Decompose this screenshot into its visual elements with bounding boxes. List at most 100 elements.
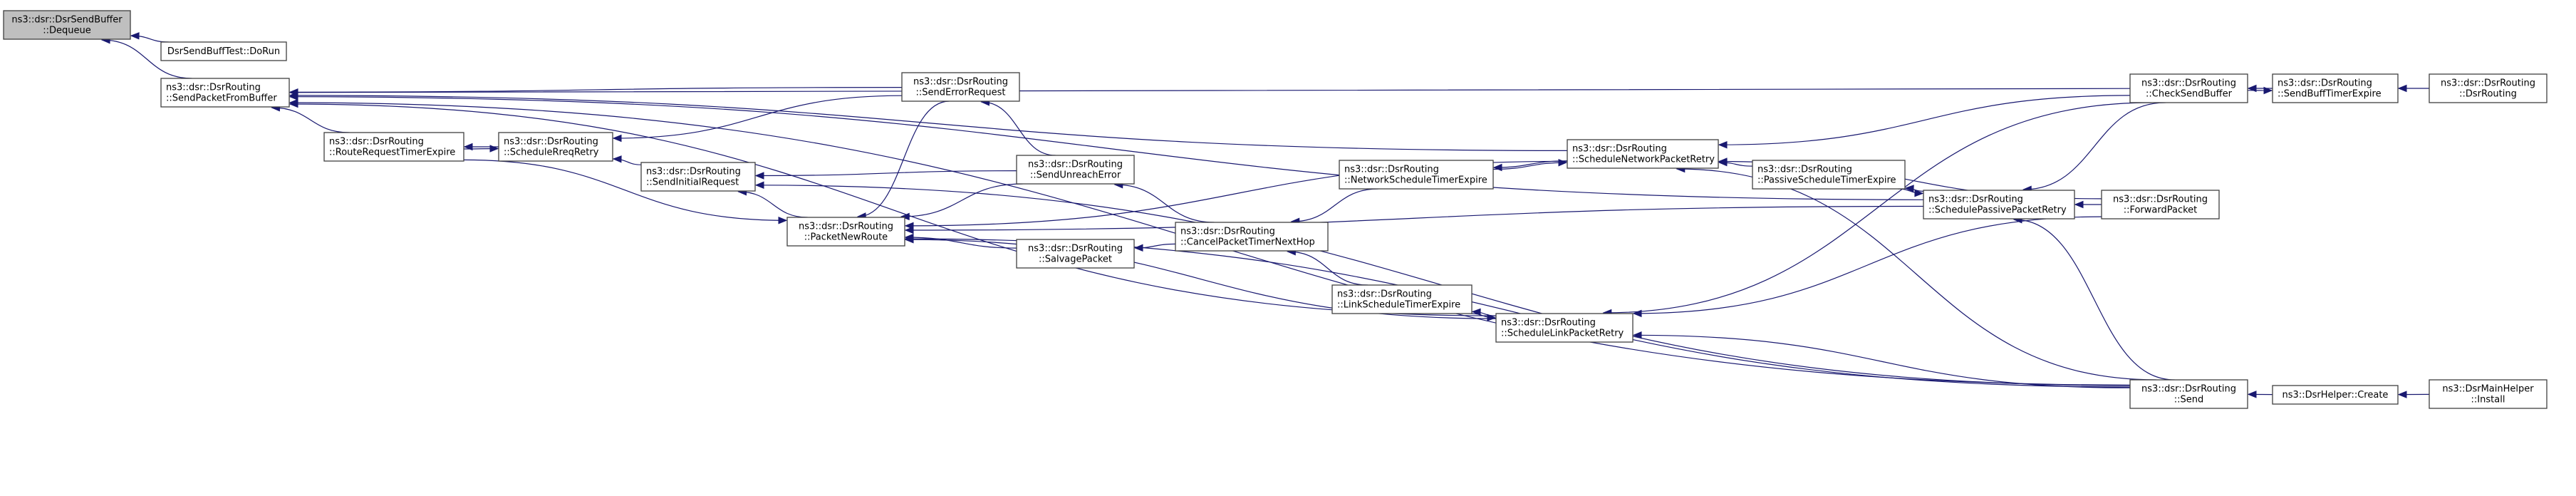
node-box[interactable] [1175,222,1329,252]
node-box[interactable] [1495,313,1634,343]
call-edge-sendunreacherror-to-sendinitialrequest [754,170,1017,180]
node-box[interactable] [1016,155,1135,185]
call-edge-dsrhelpercreate-to-send [2247,391,2273,398]
graph-node-send[interactable]: ns3::dsr::DsrRouting::Send [2129,379,2248,409]
node-label-line: ns3::dsr::DsrRouting [2113,195,2208,205]
graph-node-linkscheduletimerexpire[interactable]: ns3::dsr::DsrRouting::LinkScheduleTimerE… [1331,284,1473,314]
graph-node-dsrmainhelperinstall[interactable]: ns3::DsrMainHelper::Install [2429,379,2548,409]
graph-node-dsrrouting[interactable]: ns3::dsr::DsrRouting::DsrRouting [2429,73,2548,103]
graph-node-senderrorrequest[interactable]: ns3::dsr::DsrRouting::SendErrorRequest [901,72,1020,102]
edge-line [271,107,350,133]
arrowhead-icon [1133,244,1143,252]
graph-node-passivescheduletimerexpire[interactable]: ns3::dsr::DsrRouting::PassiveScheduleTim… [1752,160,1906,190]
node-label-line: ns3::DsrHelper::Create [2282,390,2389,401]
edge-line [901,183,1023,217]
node-box[interactable] [323,132,464,162]
arrowhead-icon [2074,200,2084,209]
node-label-line: ::Dequeue [43,26,91,36]
node-label-line: ::CancelPacketTimerNextHop [1180,237,1315,248]
graph-node-networkscheduletimerexpire[interactable]: ns3::dsr::DsrRouting::NetworkScheduleTim… [1339,160,1494,190]
call-edge-sendunreacherror-to-senderrorrequest [980,98,1056,156]
graph-node-sendbufftimerexpire[interactable]: ns3::dsr::DsrRouting::SendBuffTimerExpir… [2272,73,2399,103]
graph-node-dorun[interactable]: DsrSendBuffTest::DoRun [160,41,287,61]
node-box[interactable] [160,78,290,108]
call-edge-schedulelinkpacketretry-to-sendpacketfrombuffer [289,100,1497,316]
call-edge-dsrrouting-to-sendbufftimerexpire [2397,84,2429,93]
node-box[interactable] [2272,385,2399,405]
arrowhead-icon [1904,185,1914,192]
graph-node-forwardpacket[interactable]: ns3::dsr::DsrRouting::ForwardPacket [2101,190,2220,219]
call-edge-checksendbuffer-to-sendpacketfrombuffer [289,88,2131,97]
node-box[interactable] [2429,73,2548,103]
edge-line [1633,216,2102,314]
node-box[interactable] [786,217,905,247]
node-label-line: ns3::dsr::DsrSendBuffer [11,15,123,26]
edge-line [1114,184,1215,223]
node-label-line: ns3::DsrMainHelper [2442,384,2534,395]
graph-node-salvagepacket[interactable]: ns3::dsr::DsrRouting::SalvagePacket [1016,239,1135,269]
edge-line [858,100,950,217]
call-edge-routerequesttimerexpire-to-sendpacketfrombuffer [271,103,350,133]
graph-node-routerequesttimerexpire[interactable]: ns3::dsr::DsrRouting::RouteRequestTimerE… [323,132,464,162]
node-label-line: ns3::dsr::DsrRouting [1501,318,1596,329]
node-box[interactable] [1339,160,1494,190]
call-edge-dsrmainhelperinstall-to-dsrhelpercreate [2397,391,2430,398]
node-box[interactable] [2272,73,2399,103]
node-label-line: ns3::dsr::DsrRouting [913,77,1008,88]
node-box[interactable] [640,162,756,192]
node-label-line: ::ScheduleLinkPacketRetry [1501,329,1624,339]
node-label-line: ::RouteRequestTimerExpire [329,148,455,158]
arrowhead-icon [289,98,298,107]
call-edge-schedulepassivepacketretry-to-passivescheduletimerexpire [1904,185,1924,192]
graph-node-packetnewroute[interactable]: ns3::dsr::DsrRouting::PacketNewRoute [786,217,905,247]
node-label-line: ::SendPacketFromBuffer [166,93,277,104]
graph-node-schedulenetworkpacketretry[interactable]: ns3::dsr::DsrRouting::ScheduleNetworkPac… [1567,139,1719,169]
arrowhead-icon [754,181,764,190]
graph-node-schedulepassivepacketretry[interactable]: ns3::dsr::DsrRouting::SchedulePassivePac… [1923,190,2075,219]
node-label-line: ns3::dsr::DsrRouting [1344,165,1439,175]
node-box[interactable] [498,132,613,162]
node-box[interactable] [2101,190,2220,219]
call-edge-routerequesttimerexpire-to-schedulerreqretry [463,145,499,153]
edge-line [289,95,1568,151]
graph-node-schedulerreqretry[interactable]: ns3::dsr::DsrRouting::ScheduleRreqRetry [498,132,613,162]
arrowhead-icon [904,226,914,234]
node-box[interactable] [160,41,287,61]
graph-node-sendpacketfrombuffer[interactable]: ns3::dsr::DsrRouting::SendPacketFromBuff… [160,78,290,108]
call-edge-schedulepassivepacketretry-to-packetnewroute [904,205,1924,234]
node-label-line: ::ForwardPacket [2124,205,2198,216]
node-box[interactable] [2429,379,2548,409]
node-box[interactable] [1016,239,1135,269]
node-box[interactable] [901,72,1020,102]
node-label-line: ::SendBuffTimerExpire [2278,89,2382,100]
node-box[interactable] [1331,284,1473,314]
call-edge-schedulelinkpacketretry-to-linkscheduletimerexpire [1471,308,1497,316]
edge-line [738,191,808,218]
node-box[interactable] [2129,379,2248,409]
call-edge-forwardpacket-to-schedulelinkpacketretry [1632,216,2102,318]
node-label-line: ::CheckSendBuffer [2146,89,2233,100]
edge-line [981,101,1056,156]
node-label-line: ::ScheduleRreqRetry [504,148,599,158]
call-edge-checksendbuffer-to-schedulenetworkpacketretry [1718,95,2131,149]
graph-node-sendunreacherror[interactable]: ns3::dsr::DsrRouting::SendUnreachError [1016,155,1135,185]
graph-node-schedulelinkpacketretry[interactable]: ns3::dsr::DsrRouting::ScheduleLinkPacket… [1495,313,1634,343]
call-edge-send-to-packetnewroute [904,234,2131,388]
call-edge-forwardpacket-to-schedulepassivepacketretry [2074,200,2102,209]
graph-node-sendinitialrequest[interactable]: ns3::dsr::DsrRouting::SendInitialRequest [640,162,756,192]
graph-node-cancelpackettimernexthop[interactable]: ns3::dsr::DsrRouting::CancelPacketTimerN… [1175,222,1329,252]
arrowhead-icon [1492,163,1502,172]
node-box[interactable] [1923,190,2075,219]
node-box[interactable] [1752,160,1906,190]
node-label-line: ::SendInitialRequest [646,177,739,188]
graph-node-dsrhelpercreate[interactable]: ns3::DsrHelper::Create [2272,385,2399,405]
node-label-line: ::LinkScheduleTimerExpire [1337,300,1460,311]
graph-node-checksendbuffer[interactable]: ns3::dsr::DsrRouting::CheckSendBuffer [2129,73,2248,103]
node-box[interactable] [2129,73,2248,103]
arrowhead-icon [489,145,499,153]
nodes-layer: ns3::dsr::DsrSendBuffer::DequeueDsrSendB… [3,10,2548,409]
edge-line [613,95,903,139]
arrowhead-icon [1632,309,1642,318]
node-box[interactable] [1567,139,1719,169]
